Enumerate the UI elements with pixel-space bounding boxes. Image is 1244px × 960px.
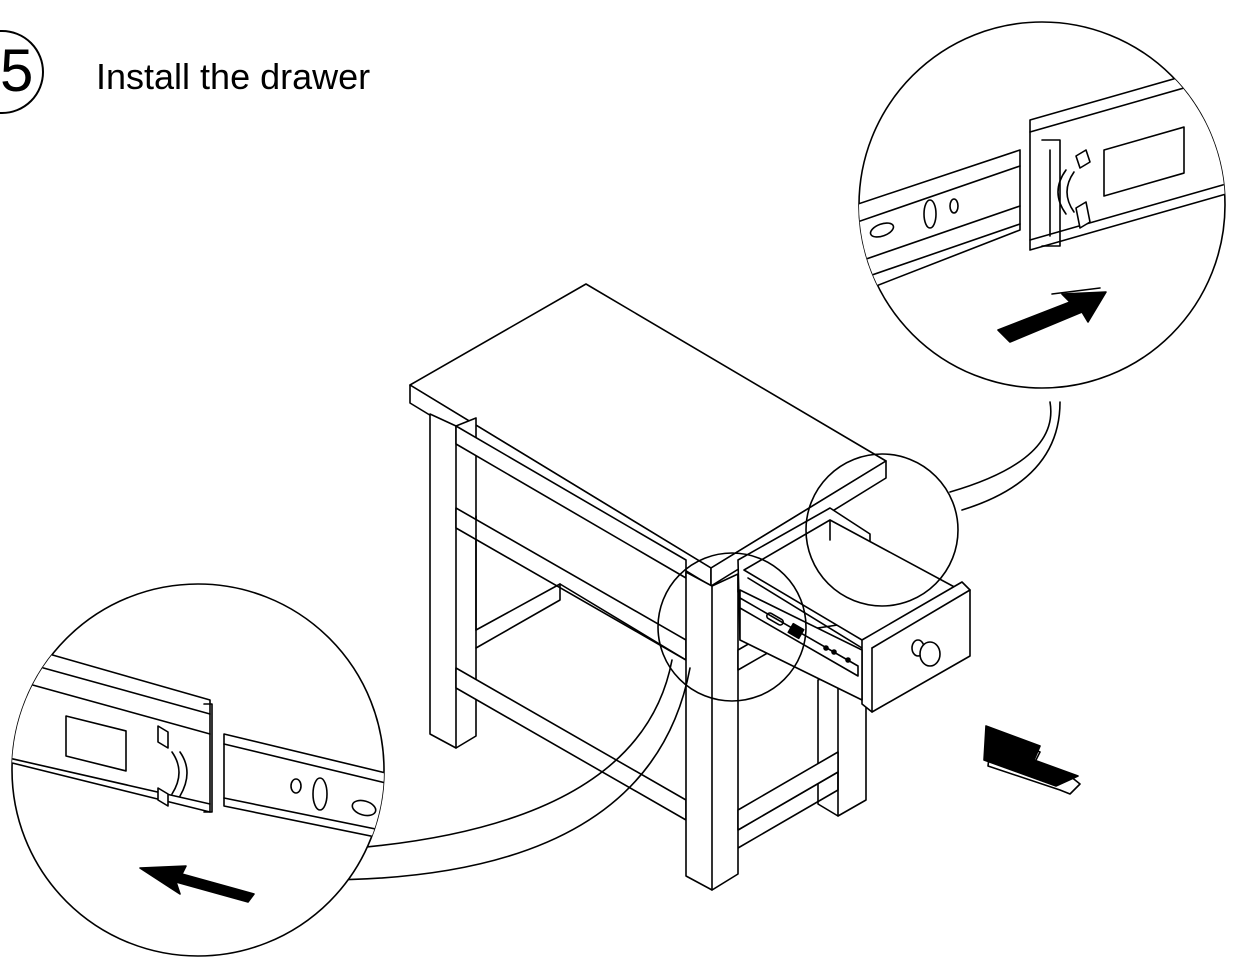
detail-callout-bottom-left [0,584,390,956]
bottom-rail-front [456,668,686,820]
shelf-left [476,584,560,648]
detail-marker-right [806,454,958,606]
drawer-slide [740,598,858,676]
callout-connectors [320,402,1060,880]
drawer [738,508,970,712]
drawer-front [862,582,970,712]
step-number: 5 [0,37,34,104]
arrow-icon [998,288,1106,342]
detail-callout-top-right [840,22,1240,388]
step-title: Install the drawer [96,56,371,97]
arrow-icon [140,866,254,902]
side-bottom-rail [738,752,838,830]
left-leg [430,414,476,748]
step-header: 5 Install the drawer [0,0,700,130]
drawer-knob [920,642,940,666]
main-push-arrow [984,726,1080,794]
side-table [410,284,886,890]
detail-marker-left [658,553,806,701]
